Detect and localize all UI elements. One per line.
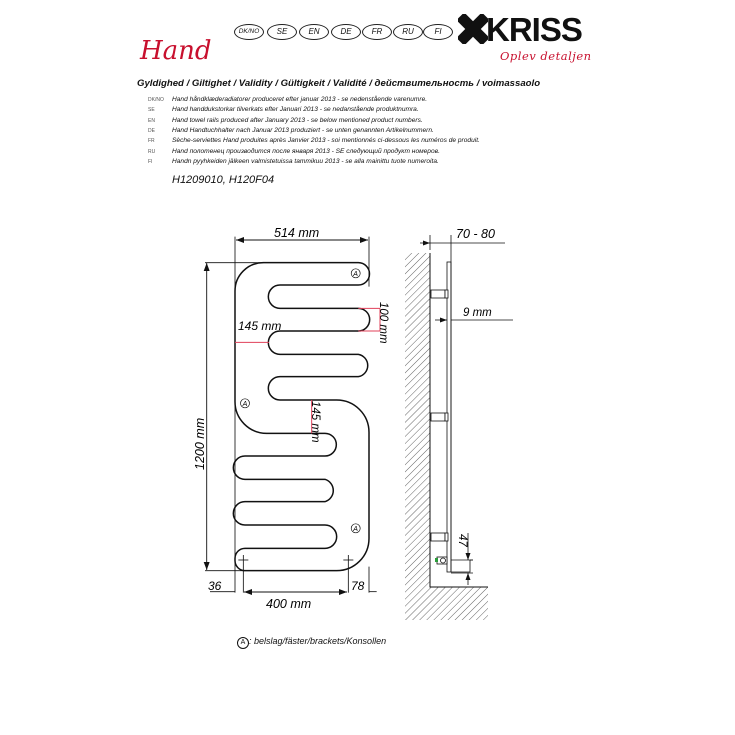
bracket-marker-icon bbox=[240, 398, 250, 409]
product-name: Hand bbox=[140, 36, 212, 66]
validity-row: FR Sèche-serviettes Hand produites après … bbox=[148, 137, 480, 144]
validity-title: Gyldighed / Giltighet / Validity / Gülti… bbox=[137, 78, 541, 89]
wall-distance-label: 70 - 80 bbox=[456, 227, 495, 241]
brand-slogan: Oplev detaljen bbox=[500, 49, 592, 63]
side-dimension-lines bbox=[420, 235, 513, 585]
bracket-marker-icon bbox=[350, 523, 361, 534]
towel-rail-outline bbox=[232, 261, 371, 572]
cross-logo-icon bbox=[458, 14, 488, 44]
bracket-marker-icon: A bbox=[237, 637, 249, 649]
lang-badge: SE bbox=[267, 24, 297, 40]
lang-code: FR bbox=[148, 138, 155, 144]
validity-row: SE Hand handdukstorkar tilverkats efter J… bbox=[148, 106, 419, 113]
radiator-side bbox=[430, 242, 471, 573]
bracket-spacing-label: 400 mm bbox=[266, 597, 311, 611]
lang-code: DE bbox=[148, 128, 155, 134]
side-view-drawing: 70 - 80 9 mm 47 bbox=[405, 227, 513, 620]
loop-pitch-label: 100 mm bbox=[377, 302, 389, 344]
lang-badge: EN bbox=[299, 24, 329, 40]
bracket-markers: A A A bbox=[240, 268, 361, 534]
bracket bbox=[430, 412, 446, 422]
validity-row: DE Hand Handtuchhalter nach Januar 2013 p… bbox=[148, 127, 434, 134]
lang-badge: DK/NO bbox=[234, 24, 264, 40]
width-label: 514 mm bbox=[274, 226, 319, 240]
bracket-marker-label: A bbox=[352, 526, 358, 533]
bracket-marker-label: A bbox=[352, 271, 358, 278]
dimension-lines bbox=[204, 236, 377, 593]
gap-vertical-label: 145 mm bbox=[309, 401, 321, 443]
validity-text: Hand towel rails produced after January … bbox=[172, 116, 423, 124]
validity-row: FI Handn pyyhkeiden jälkeen valmistetuiss… bbox=[148, 158, 439, 165]
validity-text: Hand полотенец производится после января… bbox=[172, 147, 440, 155]
lang-badge: FI bbox=[423, 24, 453, 40]
bracket bbox=[430, 289, 446, 299]
validity-row: DK/NO Hand håndklæderadiatorer produceret… bbox=[148, 96, 427, 103]
offset-left-label: 36 bbox=[208, 579, 222, 593]
validity-text: Hand handdukstorkar tilverkats efter Jan… bbox=[172, 106, 419, 113]
lang-code: FI bbox=[148, 159, 153, 165]
bracket bbox=[430, 532, 446, 542]
validity-text: Hand Handtuchhalter nach Januar 2013 pro… bbox=[172, 127, 434, 134]
gap-horizontal-label: 145 mm bbox=[238, 319, 281, 333]
validity-row: RU Hand полотенец производится после янва… bbox=[148, 148, 440, 155]
product-numbers: H1209010, H120F04 bbox=[172, 174, 275, 186]
lang-badge: RU bbox=[393, 24, 423, 40]
bracket-marker-icon bbox=[350, 268, 361, 279]
lang-badge: FR bbox=[362, 24, 392, 40]
bottom-offset-label: 47 bbox=[456, 534, 468, 547]
lang-code: SE bbox=[148, 107, 155, 113]
tube-depth-label: 9 mm bbox=[463, 307, 492, 319]
validity-text: Sèche-serviettes Hand produites après Ja… bbox=[172, 137, 480, 144]
red-dimension-lines bbox=[234, 307, 381, 434]
height-label: 1200 mm bbox=[193, 418, 207, 470]
lang-badge: DE bbox=[331, 24, 361, 40]
lang-code: RU bbox=[148, 148, 156, 155]
validity-row: EN Hand towel rails produced after Januar… bbox=[148, 117, 423, 124]
offset-right-label: 78 bbox=[351, 579, 365, 593]
caption-text: : belslag/fäster/brackets/Konsollen bbox=[249, 636, 387, 646]
lang-code: DK/NO bbox=[148, 97, 164, 103]
validity-text: Handn pyyhkeiden jälkeen valmistetuissa … bbox=[172, 158, 439, 165]
wall bbox=[405, 253, 488, 620]
validity-text: Hand håndklæderadiatorer produceret efte… bbox=[172, 96, 428, 103]
bracket-marker-label: A bbox=[242, 401, 248, 408]
brand-name: KRISS bbox=[486, 11, 583, 48]
legend-caption: A: belslag/fäster/brackets/Konsollen bbox=[237, 636, 386, 649]
lang-code: EN bbox=[148, 117, 155, 124]
